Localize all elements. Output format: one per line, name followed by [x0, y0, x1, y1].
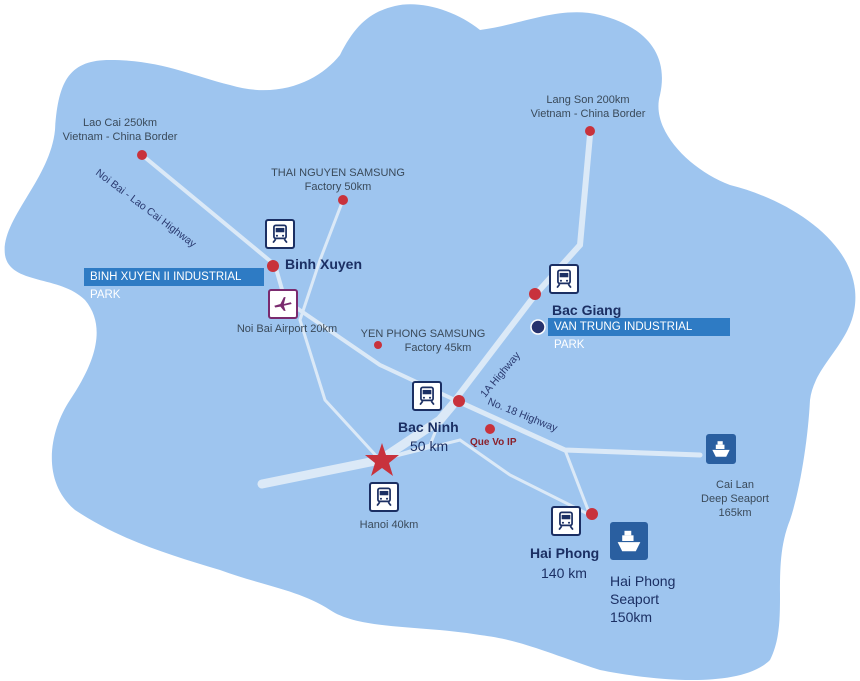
road-hanoi-haiphong [378, 438, 592, 517]
hai-phong-port-line1: Hai Phong [610, 573, 676, 589]
airplane-icon [268, 289, 298, 319]
thai-nguyen-label: THAI NGUYEN SAMSUNG Factory 50km [268, 166, 408, 194]
cai-lan-ship-icon [706, 434, 736, 464]
lang-son-line1: Lang Son 200km [546, 94, 630, 106]
que-vo-label: Que Vo IP [470, 437, 517, 448]
hanoi-label: Hanoi 40km [359, 519, 419, 531]
star-marker-icon [365, 443, 399, 476]
road-haiphong-link [563, 448, 592, 517]
hai-phong-ship-icon [610, 522, 648, 560]
bac-giang-train-icon [549, 264, 579, 294]
lao-cai-dot [137, 150, 147, 160]
binh-xuyen-park-banner: BINH XUYEN II INDUSTRIAL PARK [84, 268, 264, 301]
road-lao-cai [140, 153, 277, 267]
noi-bai-airport-label: Noi Bai Airport 20km [236, 323, 338, 335]
lang-son-line2: Vietnam - China Border [530, 108, 646, 120]
lao-cai-line1: Lao Cai 250km [83, 117, 157, 129]
cai-lan-line1: Cai Lan [716, 479, 754, 491]
hai-phong-label: Hai Phong [530, 545, 600, 561]
cai-lan-line2: Deep Seaport [701, 493, 769, 505]
lao-cai-line2: Vietnam - China Border [62, 131, 178, 143]
lang-son-label: Lang Son 200km Vietnam - China Border [528, 93, 648, 121]
bac-giang-dot [529, 288, 541, 300]
thai-nguyen-line1: THAI NGUYEN SAMSUNG [271, 167, 405, 179]
land-area [4, 4, 856, 681]
yen-phong-line1: YEN PHONG SAMSUNG [360, 328, 486, 340]
bac-giang-label: Bac Giang [552, 302, 622, 318]
road-network [140, 132, 703, 517]
binh-xuyen-train-icon [265, 219, 295, 249]
hai-phong-distance: 140 km [541, 565, 587, 581]
lao-cai-label: Lao Cai 250km Vietnam - China Border [60, 116, 180, 144]
bac-ninh-distance: 50 km [410, 438, 449, 454]
hai-phong-train-icon [551, 506, 581, 536]
van-trung-dot [530, 319, 546, 335]
yen-phong-line2: Factory 45km [404, 342, 472, 354]
hai-phong-dot [586, 508, 598, 520]
hai-phong-port-line3: 150km [610, 609, 653, 625]
road-thai-nguyen [298, 198, 345, 322]
binh-xuyen-dot [267, 260, 279, 272]
bac-ninh-label: Bac Ninh [398, 419, 459, 435]
cai-lan-label: Cai Lan Deep Seaport 165km [680, 478, 790, 520]
yen-phong-dot [374, 341, 382, 349]
yen-phong-label: YEN PHONG SAMSUNG Factory 45km [358, 327, 488, 355]
thai-nguyen-line2: Factory 50km [304, 181, 372, 193]
bac-ninh-train-icon [412, 381, 442, 411]
bac-ninh-dot [453, 395, 465, 407]
hai-phong-port-line2: Seaport [610, 591, 660, 607]
hai-phong-port-label: Hai Phong Seaport 150km [610, 572, 675, 626]
hanoi-train-icon [369, 482, 399, 512]
thai-nguyen-dot [338, 195, 348, 205]
cai-lan-line3: 165km [718, 507, 752, 519]
lang-son-dot [585, 126, 595, 136]
road-hanoi-main [257, 397, 460, 489]
van-trung-park-banner: VAN TRUNG INDUSTRIAL PARK [548, 318, 730, 351]
binh-xuyen-label: Binh Xuyen [285, 256, 363, 272]
road-airport-hanoi [298, 318, 382, 462]
que-vo-dot [485, 424, 495, 434]
